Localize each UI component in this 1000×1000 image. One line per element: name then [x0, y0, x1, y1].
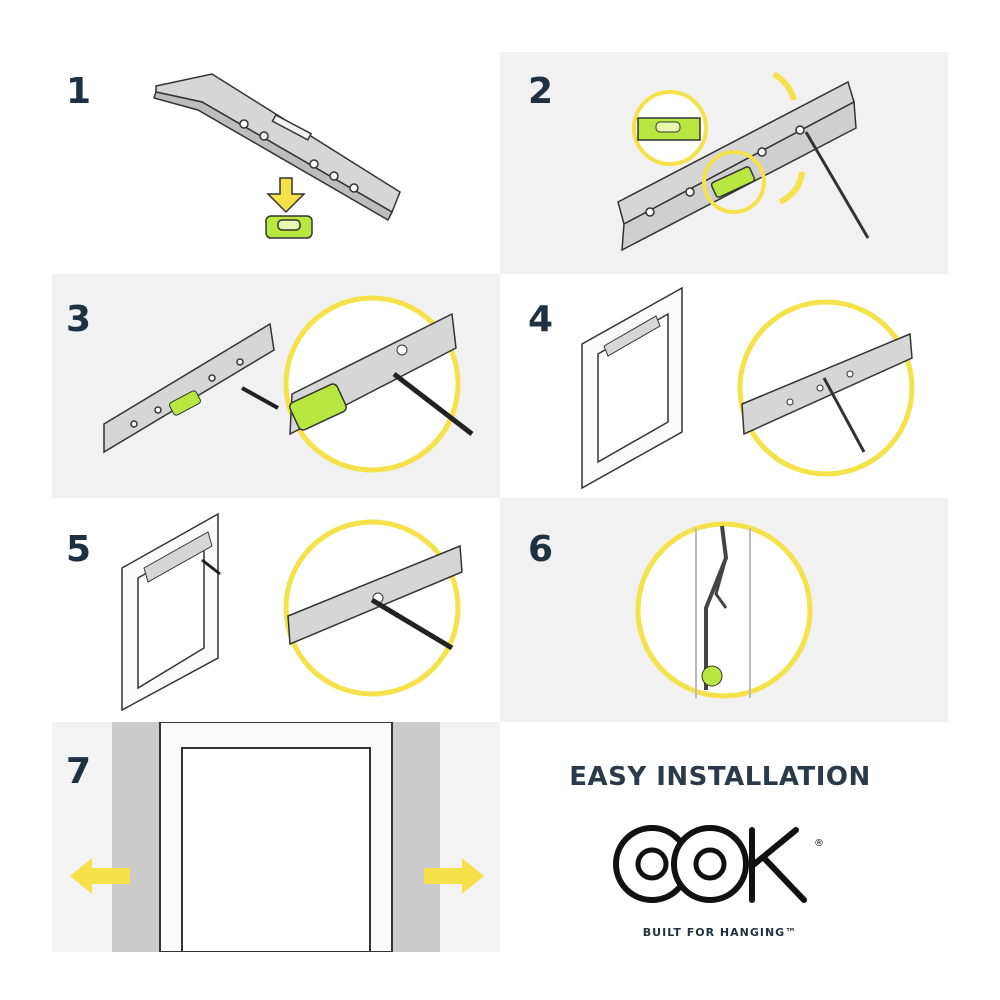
- ook-logo: ®: [613, 825, 824, 903]
- step-7-panel: 7: [52, 722, 500, 952]
- svg-text:®: ®: [814, 838, 824, 849]
- screwdriver-icon: [241, 386, 279, 410]
- zoom-circle-screw: [283, 295, 474, 473]
- step-1-number: 1: [66, 71, 92, 112]
- hanger-rail: [103, 322, 275, 454]
- headline: EASY INSTALLATION: [569, 762, 871, 792]
- pencil-icon: [804, 131, 870, 239]
- step-7-number: 7: [66, 751, 92, 792]
- frame-front: [159, 722, 393, 952]
- step-2-illustration: [617, 71, 870, 252]
- arrow-left-icon: [70, 858, 130, 894]
- step-4-panel: 4: [500, 274, 948, 498]
- step-2-number: 2: [528, 71, 554, 112]
- step-6-illustration: [635, 521, 813, 699]
- arrow-right-icon: [424, 858, 484, 894]
- step-5-panel: 5: [52, 498, 500, 722]
- zoom-circle-pencil: [737, 299, 915, 477]
- step-5-number: 5: [66, 529, 92, 570]
- step-3-number: 3: [66, 299, 92, 340]
- zoom-circle-screw: [283, 519, 463, 697]
- step-7-illustration: [52, 722, 500, 952]
- step-4-number: 4: [528, 299, 554, 340]
- step-3-panel: 3: [52, 274, 500, 498]
- frame-back: [581, 286, 683, 490]
- step-4-illustration: [581, 286, 915, 490]
- step-3-illustration: [103, 295, 474, 473]
- step-1-illustration: [153, 73, 401, 239]
- step-5-illustration: [121, 512, 463, 712]
- step-6-panel: 6: [500, 498, 948, 722]
- zoom-circle-profile: [635, 521, 813, 699]
- rotate-arrows-icon: [772, 71, 805, 205]
- step-6-number: 6: [528, 529, 554, 570]
- step-2-panel: 2: [500, 52, 948, 274]
- hanger-rail: [153, 73, 401, 222]
- step-1-panel: 1: [52, 52, 500, 274]
- bubble-level-icon: [265, 215, 313, 239]
- brand-tagline: BUILT FOR HANGING™: [642, 926, 798, 939]
- arrow-down-icon: [266, 177, 306, 214]
